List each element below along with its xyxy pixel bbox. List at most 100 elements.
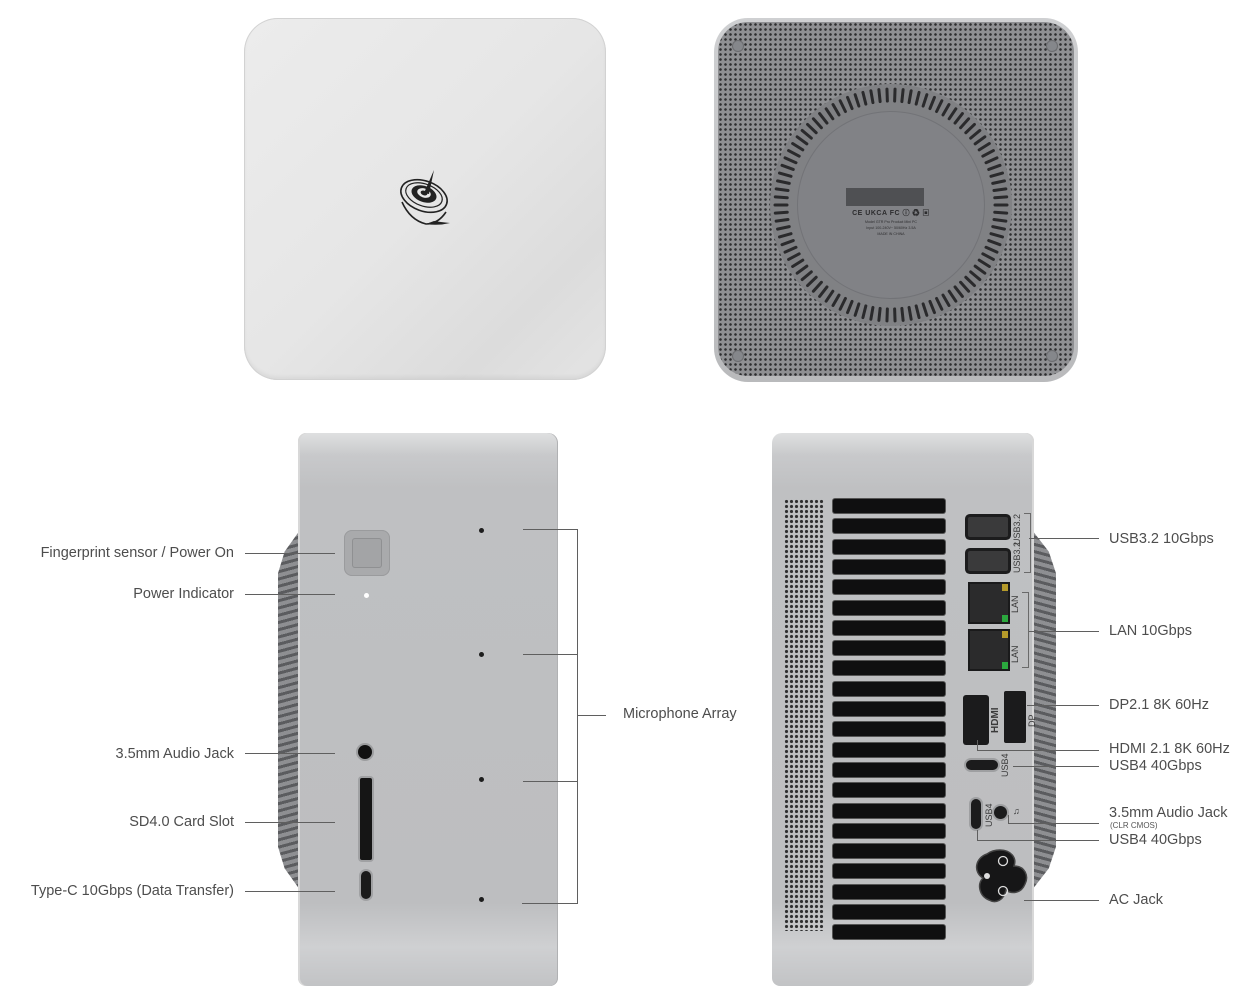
vent-slot <box>992 187 1008 193</box>
annotation-type-c: Type-C 10Gbps (Data Transfer) <box>30 883 234 899</box>
vent-slot <box>991 179 1006 185</box>
vent-slot <box>987 239 1002 247</box>
vent-slot <box>984 245 999 254</box>
vent-slot <box>846 95 854 111</box>
vent-slot <box>993 210 1009 215</box>
vent-slot <box>773 195 789 200</box>
vent-slot <box>818 285 829 298</box>
leader-line <box>1024 900 1099 902</box>
vent-slot <box>947 289 958 303</box>
fingerprint-power-button[interactable] <box>344 530 390 576</box>
exhaust-slot <box>833 783 945 798</box>
rubber-foot <box>732 350 744 362</box>
vent-slot <box>777 171 793 178</box>
usb-bracket <box>1024 513 1031 573</box>
vent-slot <box>824 107 835 121</box>
leader-line <box>245 891 335 893</box>
certification-marks: CE UKCA FC ⓘ ♻ ▣ <box>852 210 930 217</box>
vent-slot <box>907 305 913 321</box>
vent-slot <box>992 217 1008 223</box>
bottom-view-image: CE UKCA FC ⓘ ♻ ▣ Model GTR Pro Product M… <box>714 18 1078 382</box>
origin-line: MADE IN CHINA <box>877 232 905 236</box>
exhaust-slot <box>833 884 945 899</box>
usb32-port <box>968 551 1008 571</box>
usb32-port-label: USB3.2 <box>1012 513 1022 545</box>
annotation-fingerprint-sensor: Fingerprint sensor / Power On <box>40 545 234 561</box>
perforated-vent <box>784 499 824 931</box>
rubber-foot <box>1046 40 1058 52</box>
vent-slot <box>783 245 798 254</box>
microphone-hole <box>479 528 484 533</box>
vent-slot <box>811 117 823 130</box>
annotation-audio-jack: 3.5mm Audio Jack <box>115 746 234 762</box>
vent-slot <box>795 264 809 275</box>
leader-bracket <box>577 529 579 904</box>
vent-slot <box>977 258 991 268</box>
vent-slot <box>791 258 805 268</box>
exhaust-slot <box>833 864 945 879</box>
annotation-microphone-array: Microphone Array <box>623 706 737 722</box>
annotation-usb4-bottom: USB4 40Gbps <box>1109 832 1202 848</box>
bottom-plate: CE UKCA FC ⓘ ♻ ▣ Model GTR Pro Product M… <box>798 112 984 298</box>
annotation-usb4-top: USB4 40Gbps <box>1109 758 1202 774</box>
microphone-hole <box>479 777 484 782</box>
vent-slot <box>846 299 854 315</box>
vent-slot <box>928 95 936 111</box>
vent-slot <box>777 232 793 239</box>
vent-slot <box>953 285 964 298</box>
vent-slot <box>774 217 790 223</box>
spinning-top-logo-icon <box>400 170 450 225</box>
vent-slot <box>900 88 905 104</box>
hdmi-logo: HDMI <box>990 707 1001 733</box>
input-line: Input 100-240V~ 50/60Hz 3.5A <box>866 226 916 230</box>
side-fins <box>1032 530 1056 890</box>
exhaust-slot <box>833 519 945 534</box>
vent-slot <box>877 88 882 104</box>
exhaust-slot <box>833 681 945 696</box>
lan-port <box>970 631 1008 669</box>
exhaust-slot <box>833 762 945 777</box>
annotation-dp: DP2.1 8K 60Hz <box>1109 697 1209 713</box>
vent-slot <box>869 305 875 321</box>
vent-slot <box>776 179 791 185</box>
lan-link-led <box>1002 615 1008 622</box>
exhaust-slot <box>833 722 945 737</box>
dp-port-label: DP <box>1027 714 1037 727</box>
annotation-sd-card-slot: SD4.0 Card Slot <box>129 814 234 830</box>
audio-jack-clr-cmos-port <box>994 806 1007 819</box>
leader-line <box>977 840 1099 842</box>
vent-slot <box>783 156 798 165</box>
leader-line <box>245 753 335 755</box>
leader-line <box>1027 705 1099 707</box>
vent-slot <box>959 280 971 293</box>
exhaust-slot <box>833 905 945 919</box>
annotation-lan: LAN 10Gbps <box>1109 623 1193 639</box>
fingerprint-sensor-icon <box>352 538 382 568</box>
vent-slot <box>806 122 818 135</box>
vent-slot <box>780 163 795 171</box>
vent-slot <box>795 135 809 146</box>
vent-slot <box>981 149 995 158</box>
usb4-port <box>966 760 998 770</box>
vent-slot <box>935 296 944 311</box>
vent-slot <box>964 275 976 288</box>
annotation-usb32: USB3.2 10Gbps <box>1109 531 1214 547</box>
vent-slot <box>831 103 841 117</box>
exhaust-slot <box>833 600 945 615</box>
vent-slot <box>774 187 790 193</box>
lan-activity-led <box>1002 584 1008 591</box>
vent-slot <box>953 112 964 125</box>
leader-line <box>523 654 578 656</box>
vent-slot <box>787 149 801 158</box>
vent-slots <box>773 87 1009 323</box>
type-c-port <box>361 871 371 899</box>
sd-card-slot <box>360 778 372 860</box>
vent-slot <box>800 270 813 282</box>
usb32-port-label: USB3.2 <box>1012 541 1022 573</box>
exhaust-slot <box>833 803 945 818</box>
ac-power-jack <box>975 849 1028 903</box>
annotation-rear-audio-jack: 3.5mm Audio Jack <box>1109 805 1228 821</box>
exhaust-slot <box>833 559 945 574</box>
vent-slot <box>969 270 982 282</box>
vent-slot <box>900 306 905 322</box>
